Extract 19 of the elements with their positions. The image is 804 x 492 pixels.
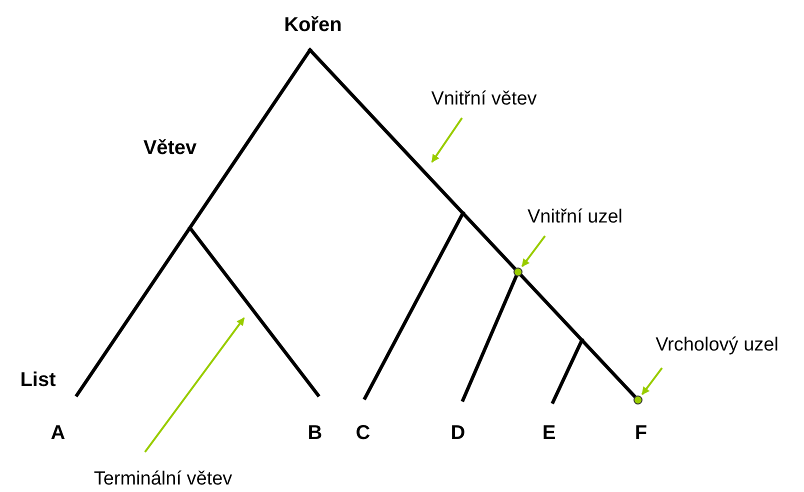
taxon-label: F [634, 422, 648, 444]
taxon-label: E [542, 422, 556, 444]
leader-arrow [144, 317, 245, 453]
leader-arrow [521, 235, 546, 268]
taxon-label: C [356, 422, 370, 444]
taxon-label: A [50, 422, 66, 444]
leaf-label: List [20, 369, 56, 391]
node-dot [634, 396, 642, 404]
annotation-text: Terminální větev [94, 470, 232, 490]
taxon-label: B [308, 422, 322, 444]
root-label: Kořen [284, 14, 342, 36]
leader-arrow [431, 117, 463, 163]
taxon-label: D [450, 422, 466, 444]
annotation-text: Vrcholový uzel [656, 336, 778, 356]
branch-label: Větev [143, 137, 197, 159]
annotation-text: Vnitřní větev [431, 90, 537, 110]
annotation-text: Vnitřní uzel [527, 208, 623, 228]
node-dot [514, 268, 522, 276]
leader-arrow [641, 367, 663, 396]
